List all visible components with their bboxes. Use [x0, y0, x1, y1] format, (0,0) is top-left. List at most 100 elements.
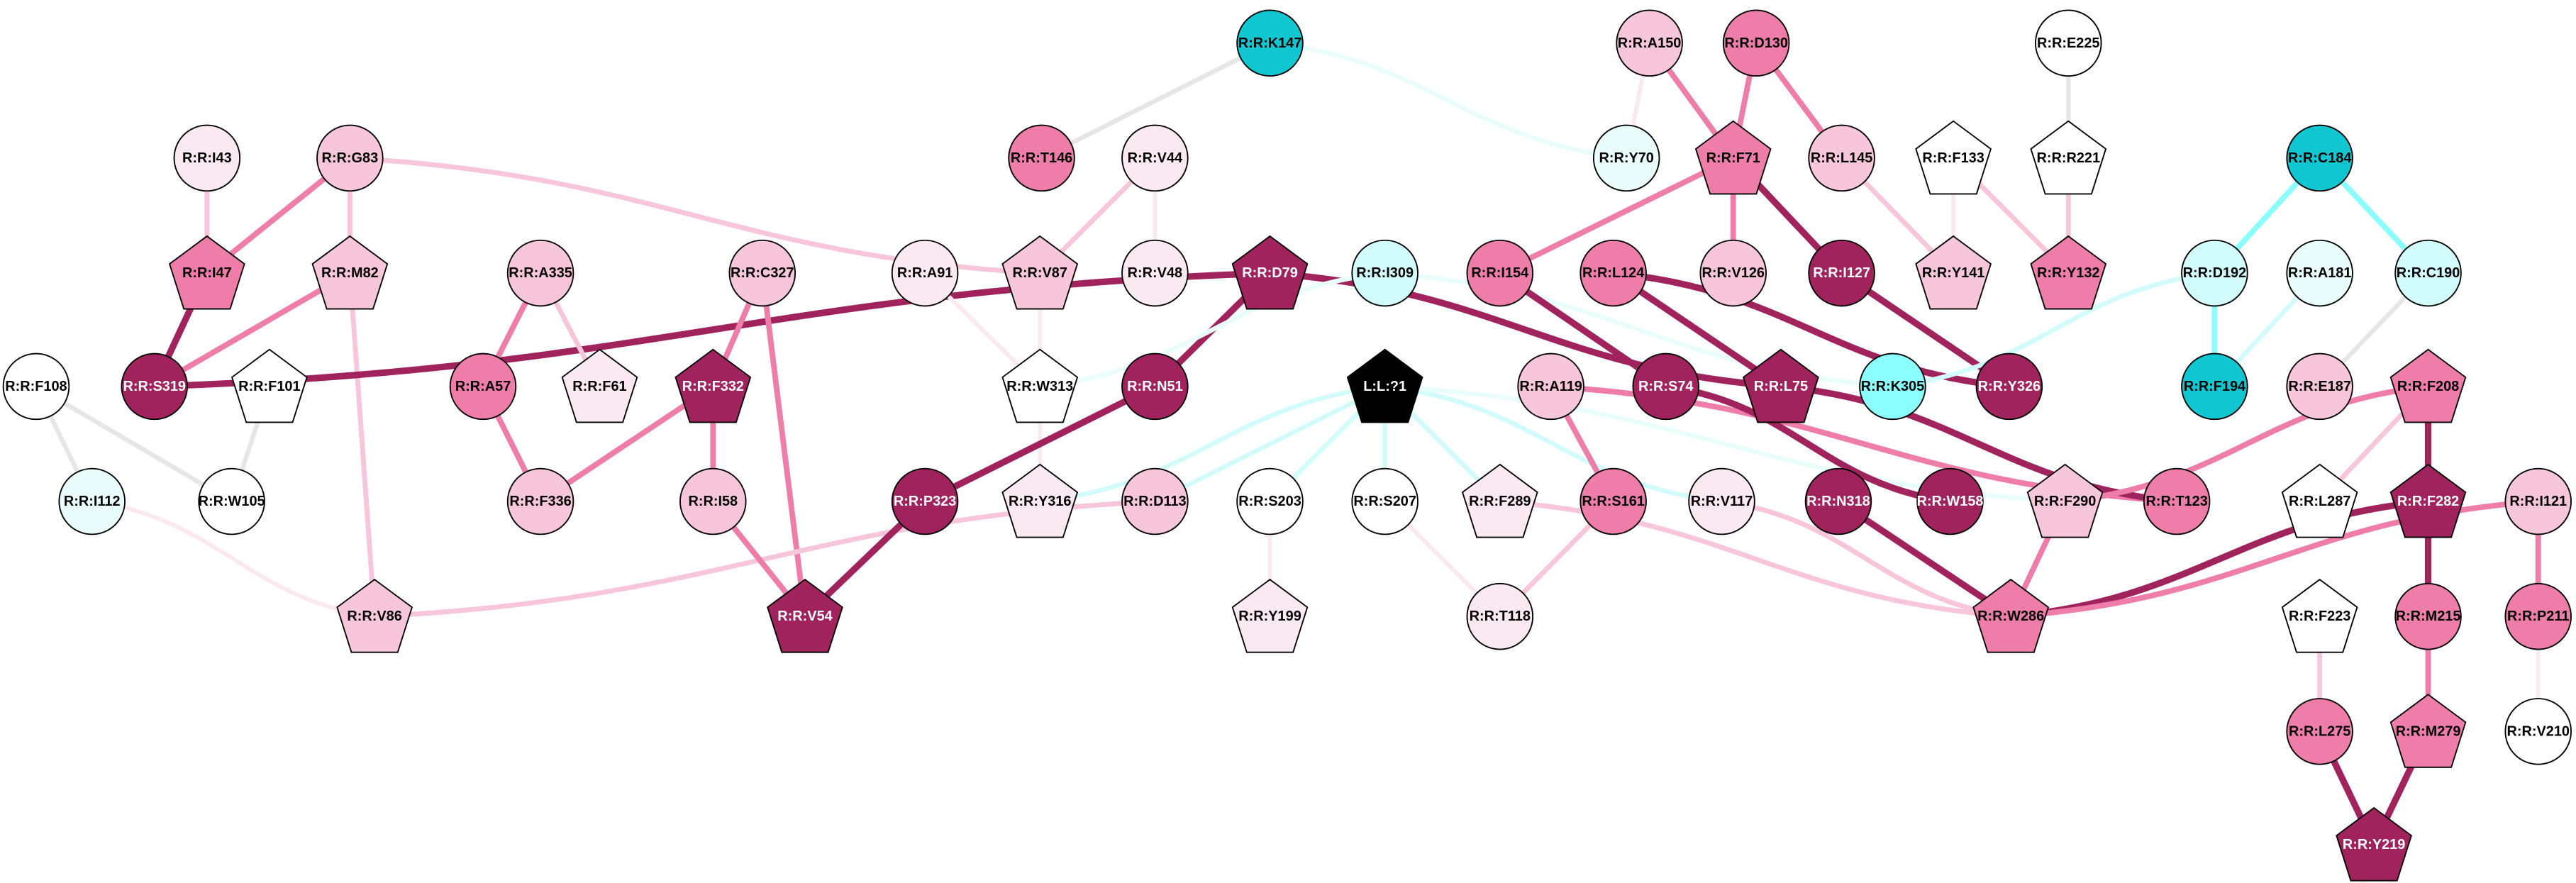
- node-F133[interactable]: R:R:F133: [1915, 120, 1992, 195]
- node-V44[interactable]: R:R:V44: [1121, 124, 1189, 192]
- node-label: R:R:S203: [1238, 494, 1301, 509]
- node-D192[interactable]: R:R:D192: [2181, 239, 2248, 307]
- node-F290[interactable]: R:R:F290: [2026, 463, 2104, 538]
- node-S74[interactable]: R:R:S74: [1632, 352, 1700, 421]
- node-label: R:R:L124: [1582, 265, 1644, 281]
- circle-node-shape: [2181, 352, 2248, 421]
- node-S319[interactable]: R:R:S319: [121, 352, 188, 421]
- node-L145[interactable]: R:R:L145: [1808, 124, 1875, 192]
- node-V117[interactable]: R:R:V117: [1688, 467, 1755, 535]
- node-L124[interactable]: R:R:L124: [1580, 239, 1647, 307]
- node-Y70[interactable]: R:R:Y70: [1592, 124, 1660, 192]
- node-C190[interactable]: R:R:C190: [2394, 239, 2462, 307]
- pentagon-node-shape: [2389, 694, 2467, 768]
- node-A91[interactable]: R:R:A91: [891, 239, 959, 307]
- circle-node-shape: [1804, 467, 1872, 535]
- node-N51[interactable]: R:R:N51: [1121, 352, 1189, 421]
- node-A335[interactable]: R:R:A335: [506, 239, 574, 307]
- node-D79[interactable]: R:R:D79: [1231, 235, 1309, 310]
- node-V126[interactable]: R:R:V126: [1699, 239, 1767, 307]
- node-I112[interactable]: R:R:I112: [58, 467, 126, 535]
- node-F101[interactable]: R:R:F101: [231, 348, 308, 423]
- node-V87[interactable]: R:R:V87: [1001, 235, 1079, 310]
- node-Y141[interactable]: R:R:Y141: [1915, 235, 1992, 310]
- node-A150[interactable]: R:R:A150: [1616, 9, 1683, 77]
- circle-node-shape: [2181, 239, 2248, 307]
- node-F332[interactable]: R:R:F332: [674, 348, 752, 423]
- node-A119[interactable]: R:R:A119: [1517, 352, 1584, 421]
- node-E225[interactable]: R:R:E225: [2035, 9, 2102, 77]
- pentagon-node-shape: [1346, 348, 1423, 423]
- node-label: R:R:L75: [1754, 379, 1808, 394]
- node-F336[interactable]: R:R:F336: [506, 467, 574, 535]
- node-I58[interactable]: R:R:I58: [679, 467, 747, 535]
- node-L1[interactable]: L:L:?1: [1346, 348, 1423, 423]
- node-T123[interactable]: R:R:T123: [2143, 467, 2211, 535]
- node-W286[interactable]: R:R:W286: [1972, 578, 2050, 653]
- node-label: R:R:Y326: [1978, 379, 2041, 394]
- node-label: R:R:K305: [1861, 379, 1925, 394]
- node-M279[interactable]: R:R:M279: [2389, 694, 2467, 768]
- node-L275[interactable]: R:R:L275: [2286, 698, 2353, 765]
- node-P323[interactable]: R:R:P323: [891, 467, 959, 535]
- node-F108[interactable]: R:R:F108: [2, 352, 70, 421]
- node-T118[interactable]: R:R:T118: [1466, 582, 1534, 650]
- node-A181[interactable]: R:R:A181: [2286, 239, 2353, 307]
- node-I127[interactable]: R:R:I127: [1808, 239, 1875, 307]
- node-Y199[interactable]: R:R:Y199: [1231, 578, 1309, 653]
- node-L287[interactable]: R:R:L287: [2281, 463, 2358, 538]
- node-D113[interactable]: R:R:D113: [1121, 467, 1189, 535]
- node-M215[interactable]: R:R:M215: [2394, 582, 2462, 650]
- pentagon-node-shape: [2026, 463, 2104, 538]
- node-C184[interactable]: R:R:C184: [2286, 124, 2353, 192]
- node-Y326[interactable]: R:R:Y326: [1975, 352, 2043, 421]
- node-Y219[interactable]: R:R:Y219: [2336, 806, 2412, 882]
- node-W105[interactable]: R:R:W105: [198, 467, 265, 535]
- node-V54[interactable]: R:R:V54: [767, 578, 843, 653]
- node-label: R:R:M215: [2396, 609, 2461, 624]
- node-S207[interactable]: R:R:S207: [1351, 467, 1419, 535]
- node-F71[interactable]: R:R:F71: [1694, 120, 1772, 195]
- node-V210[interactable]: R:R:V210: [2504, 698, 2572, 765]
- node-F282[interactable]: R:R:F282: [2389, 463, 2467, 538]
- node-M82[interactable]: R:R:M82: [311, 235, 389, 310]
- node-N318[interactable]: R:R:N318: [1804, 467, 1872, 535]
- node-F223[interactable]: R:R:F223: [2281, 578, 2358, 653]
- node-label: R:R:A335: [509, 265, 572, 281]
- pentagon-node-shape: [561, 348, 638, 423]
- node-label: R:R:C184: [2288, 150, 2352, 166]
- node-F289[interactable]: R:R:F289: [1461, 463, 1538, 538]
- node-D130[interactable]: R:R:D130: [1722, 9, 1790, 77]
- node-G83[interactable]: R:R:G83: [316, 124, 384, 192]
- node-W158[interactable]: R:R:W158: [1916, 467, 1984, 535]
- node-I43[interactable]: R:R:I43: [173, 124, 241, 192]
- node-V48[interactable]: R:R:V48: [1121, 239, 1189, 307]
- node-K305[interactable]: R:R:K305: [1859, 352, 1926, 421]
- node-V86[interactable]: R:R:V86: [336, 578, 413, 653]
- node-W313[interactable]: R:R:W313: [1001, 348, 1079, 423]
- node-P211[interactable]: R:R:P211: [2504, 582, 2572, 650]
- node-T146[interactable]: R:R:T146: [1008, 124, 1075, 192]
- node-F208[interactable]: R:R:F208: [2389, 348, 2467, 423]
- node-L75[interactable]: R:R:L75: [1743, 348, 1819, 423]
- node-Y316[interactable]: R:R:Y316: [1001, 463, 1079, 538]
- node-F194[interactable]: R:R:F194: [2181, 352, 2248, 421]
- node-A57[interactable]: R:R:A57: [449, 352, 517, 421]
- circle-node-shape: [58, 467, 126, 535]
- node-K147[interactable]: R:R:K147: [1236, 9, 1304, 77]
- node-I309[interactable]: R:R:I309: [1351, 239, 1419, 307]
- node-Y132[interactable]: R:R:Y132: [2030, 235, 2107, 310]
- circle-node-shape: [2394, 239, 2462, 307]
- node-I121[interactable]: R:R:I121: [2504, 467, 2572, 535]
- node-R221[interactable]: R:R:R221: [2030, 120, 2107, 195]
- pentagon-node-shape: [336, 578, 413, 653]
- node-E187[interactable]: R:R:E187: [2286, 352, 2353, 421]
- node-C327[interactable]: R:R:C327: [728, 239, 796, 307]
- node-F61[interactable]: R:R:F61: [561, 348, 638, 423]
- circle-node-shape: [506, 467, 574, 535]
- node-I47[interactable]: R:R:I47: [168, 235, 245, 310]
- node-I154[interactable]: R:R:I154: [1466, 239, 1534, 307]
- node-S161[interactable]: R:R:S161: [1580, 467, 1647, 535]
- node-label: R:R:F336: [509, 494, 571, 509]
- node-S203[interactable]: R:R:S203: [1236, 467, 1304, 535]
